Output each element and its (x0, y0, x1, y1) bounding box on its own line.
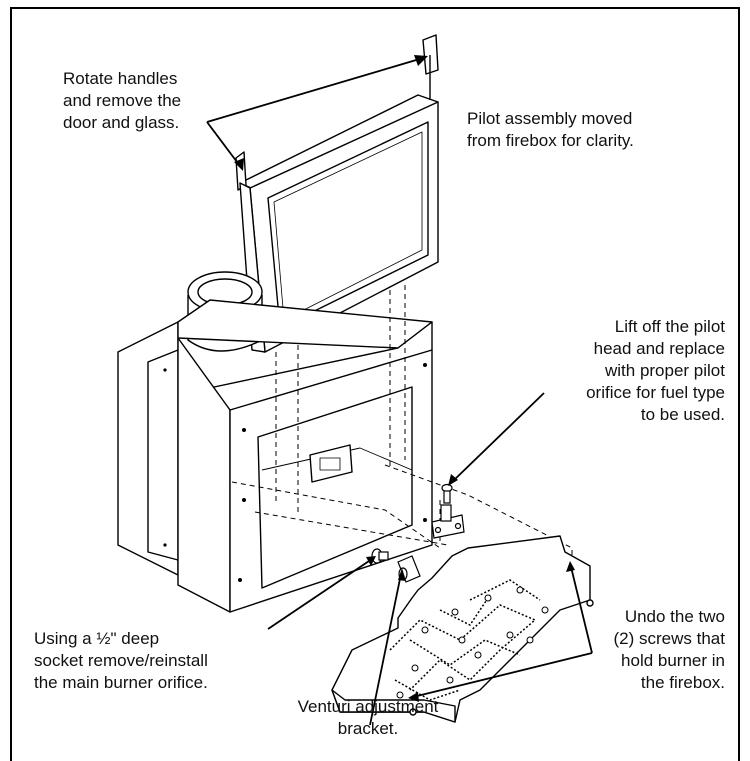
figure-border (10, 7, 740, 761)
screw-dots (163, 363, 427, 582)
arrowheads (234, 55, 575, 702)
firebox (117, 299, 433, 613)
burner-ports (396, 586, 549, 699)
leader-lines (206, 57, 593, 726)
door-frame (235, 34, 439, 353)
callout-undo-screws: Undo the two (2) screws that hold burner… (613, 607, 725, 692)
callout-lift-pilot: Lift off the pilot head and replace with… (586, 317, 725, 424)
alignment-dashes (231, 285, 573, 560)
pilot-assembly (431, 483, 465, 539)
burner-tray (331, 535, 594, 723)
callout-pilot-moved: Pilot assembly moved from firebox for cl… (467, 109, 634, 150)
callout-rotate-handles: Rotate handles and remove the door and g… (63, 69, 182, 132)
callout-venturi: Venturi adjustment bracket. (297, 697, 439, 738)
callout-deep-socket: Using a ½" deep socket remove/reinstall … (34, 629, 208, 692)
burner-pattern (389, 579, 541, 701)
